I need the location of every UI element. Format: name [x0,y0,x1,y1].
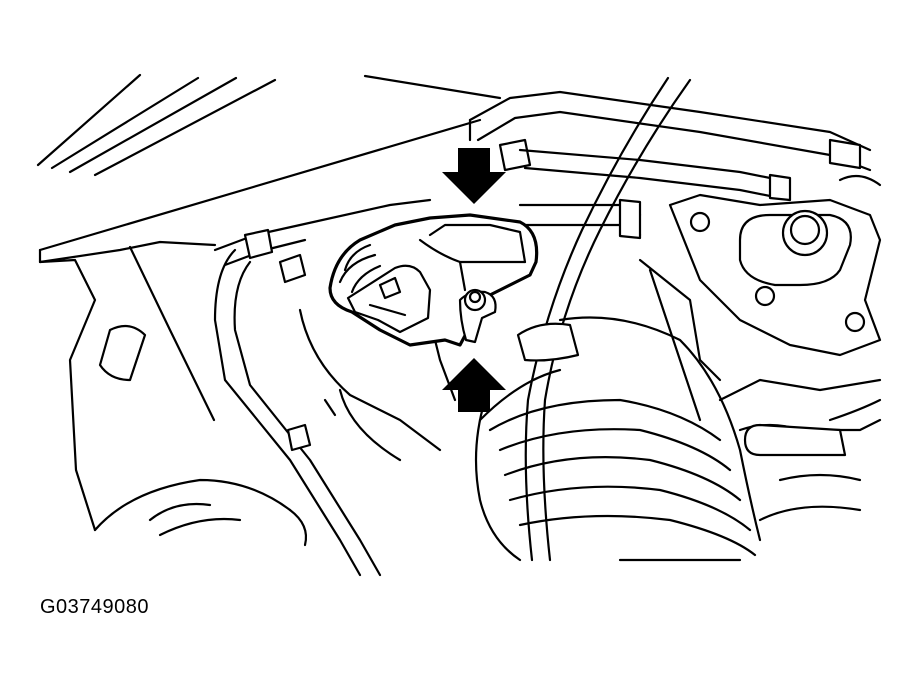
mount-plate-right [638,174,882,522]
intake-duct [474,316,762,562]
figure-code-label: G03749080 [40,596,150,618]
pipes-left [213,198,457,577]
crossing-hose [516,76,692,562]
arrow-up-indicator [442,358,506,412]
pipes-upper-right [468,90,872,240]
sensor-assembly [328,213,539,347]
body-panel-lines [36,73,502,547]
arrow-down-indicator [442,148,506,204]
